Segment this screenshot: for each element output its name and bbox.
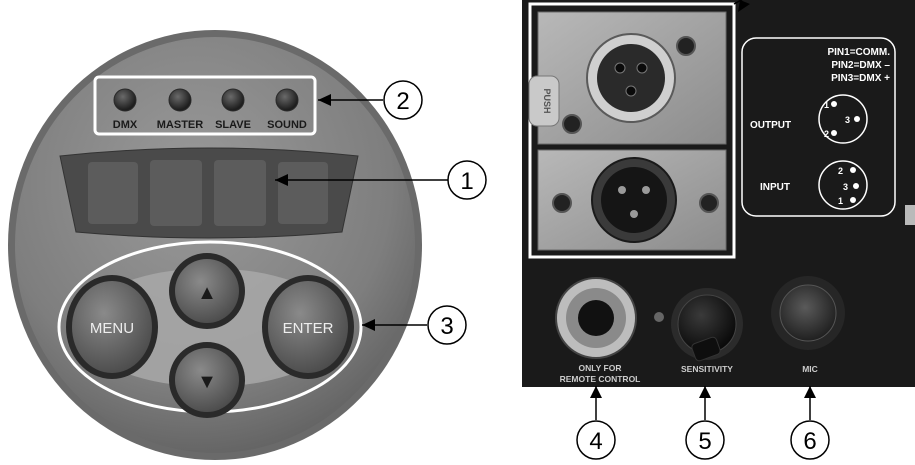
pin-legend-box	[741, 37, 896, 217]
enter-label: ENTER	[283, 320, 334, 337]
enter-button[interactable]: ENTER	[262, 275, 354, 379]
down-arrow-icon: ▼	[197, 371, 217, 393]
pin-legend-line-1: PIN1=COMM.	[827, 47, 890, 58]
jack-label-line-2: REMOTE CONTROL	[560, 374, 641, 384]
led-group-frame	[93, 75, 317, 136]
callout-5: 5	[685, 386, 725, 460]
svg-text:1: 1	[460, 168, 473, 195]
input-label: INPUT	[760, 182, 790, 193]
menu-button[interactable]: MENU	[66, 275, 158, 379]
led-master: MASTER	[157, 88, 204, 131]
pin-legend-line-3: PIN3=DMX +	[831, 73, 890, 84]
svg-text:4: 4	[589, 428, 602, 455]
led-slave: SLAVE	[215, 88, 251, 131]
display-digits	[88, 160, 328, 226]
led-label-master: MASTER	[157, 119, 204, 131]
remote-control-jack[interactable]	[555, 277, 637, 359]
back-panel: PUSH PIN1=COMM. PIN2=DMX – PIN3=DMX + OU…	[522, 0, 915, 387]
knob-label: SENSITIVITY	[681, 364, 733, 374]
xlr-input-socket[interactable]	[537, 149, 727, 251]
callout-6: 6	[790, 386, 830, 460]
xlr-frame	[528, 2, 736, 259]
mic-label: MIC	[802, 364, 818, 374]
svg-text:2: 2	[824, 129, 829, 139]
pin-legend-line-2: PIN2=DMX –	[831, 60, 890, 71]
led-label-sound: SOUND	[267, 119, 307, 131]
svg-text:3: 3	[440, 313, 453, 340]
callout-3: 3	[362, 305, 467, 345]
callout-4: 4	[576, 386, 616, 460]
up-arrow-icon: ▲	[197, 282, 217, 304]
microphone	[771, 276, 845, 350]
callout-2: 2	[318, 80, 423, 120]
led-dmx: DMX	[113, 88, 138, 131]
svg-text:3: 3	[843, 182, 848, 192]
led-sound: SOUND	[267, 88, 307, 131]
xlr-output-socket[interactable]: PUSH	[528, 11, 727, 145]
down-button[interactable]: ▼	[169, 342, 245, 418]
led-label-slave: SLAVE	[215, 119, 251, 131]
menu-label: MENU	[90, 320, 134, 337]
led-label-dmx: DMX	[113, 119, 138, 131]
output-pin-diagram: 1 3 2	[818, 94, 868, 144]
svg-text:5: 5	[698, 428, 711, 455]
output-label: OUTPUT	[750, 120, 791, 131]
sensitivity-knob[interactable]	[654, 288, 743, 362]
svg-text:3: 3	[845, 115, 850, 125]
push-tab[interactable]	[528, 75, 560, 127]
svg-text:1: 1	[824, 100, 829, 110]
svg-text:2: 2	[396, 88, 409, 115]
input-pin-diagram: 2 3 1	[818, 160, 868, 210]
jack-label-line-1: ONLY FOR	[579, 363, 622, 373]
svg-text:1: 1	[838, 196, 843, 206]
up-button[interactable]: ▲	[169, 253, 245, 329]
callout-1: 1	[275, 160, 487, 200]
svg-text:6: 6	[803, 428, 816, 455]
control-panel: DMX MASTER SLAVE SOUND MENU	[8, 30, 422, 460]
svg-text:2: 2	[838, 166, 843, 176]
panel-edge-highlight	[905, 205, 915, 225]
svg-text:PUSH: PUSH	[542, 88, 552, 113]
